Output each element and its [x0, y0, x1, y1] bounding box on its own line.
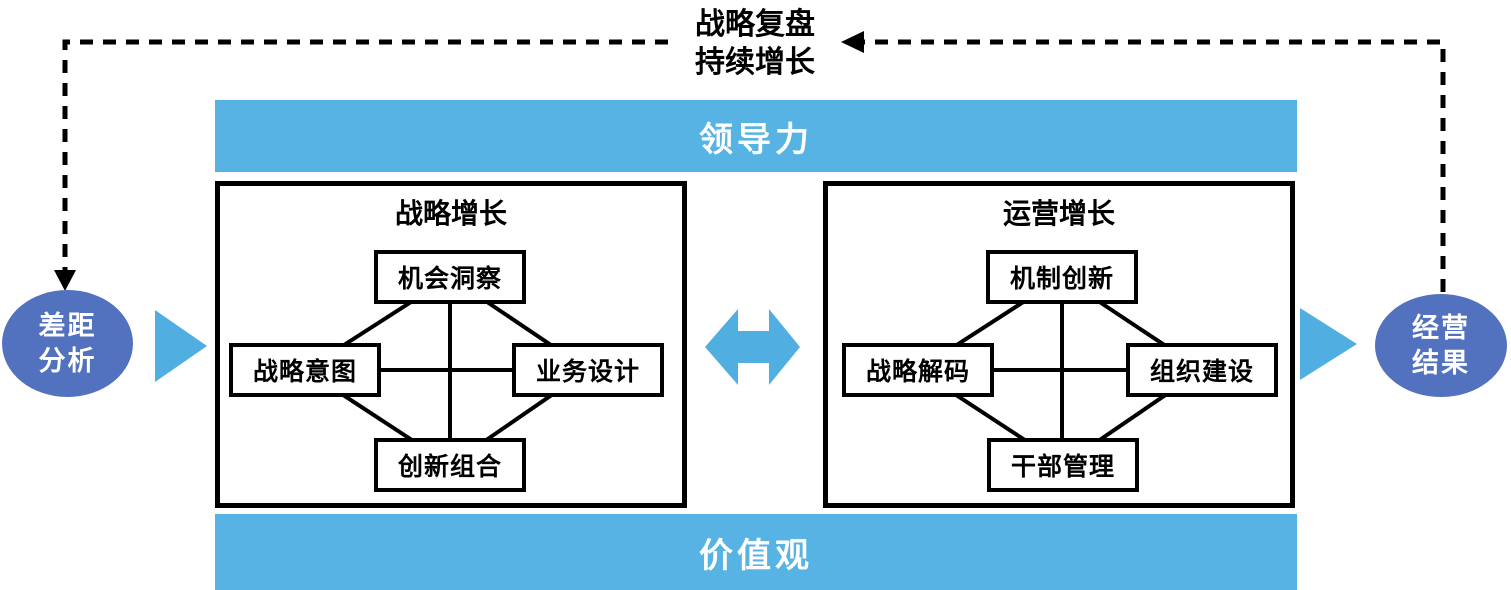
node-opportunity-insight: 机会洞察	[374, 250, 526, 304]
feedback-loop-line2: 持续增长	[695, 46, 815, 79]
business-results-ellipse: 经营 结果	[1375, 294, 1507, 397]
node-cadre-management: 干部管理	[987, 438, 1139, 492]
arrowhead-left-icon	[841, 31, 864, 53]
dashed-arrow-to-gap-analysis	[62, 39, 668, 272]
business-results-line2: 结果	[1412, 347, 1470, 378]
node-business-design: 业务设计	[512, 343, 664, 397]
gap-analysis-line1: 差距	[38, 310, 97, 341]
operational-growth-title: 运营增长	[1002, 198, 1115, 229]
flow-arrow-operations-to-results-icon	[1300, 308, 1357, 380]
double-arrow-strategy-operations-icon	[705, 309, 800, 385]
node-mechanism-innovation: 机制创新	[986, 250, 1138, 304]
flow-arrow-gap-to-strategy-icon	[155, 310, 207, 382]
gap-analysis-line2: 分析	[38, 345, 97, 376]
values-bar: 价值观	[215, 514, 1297, 590]
node-innovation-portfolio: 创新组合	[374, 438, 526, 492]
node-strategy-decoding: 战略解码	[842, 343, 994, 397]
values-bar-label: 价值观	[699, 536, 813, 575]
feedback-loop-line1: 战略复盘	[695, 8, 815, 41]
node-organization-building: 组织建设	[1126, 343, 1278, 397]
strategic-growth-title: 战略增长	[394, 198, 507, 229]
leadership-bar-label: 领导力	[699, 120, 813, 159]
arrowhead-down-icon	[54, 270, 76, 291]
business-results-line1: 经营	[1412, 312, 1470, 343]
gap-analysis-ellipse: 差距 分析	[2, 290, 133, 397]
leadership-bar: 领导力	[215, 100, 1297, 172]
node-strategic-intent: 战略意图	[229, 343, 381, 397]
feedback-loop-label: 战略复盘 持续增长	[655, 6, 855, 82]
